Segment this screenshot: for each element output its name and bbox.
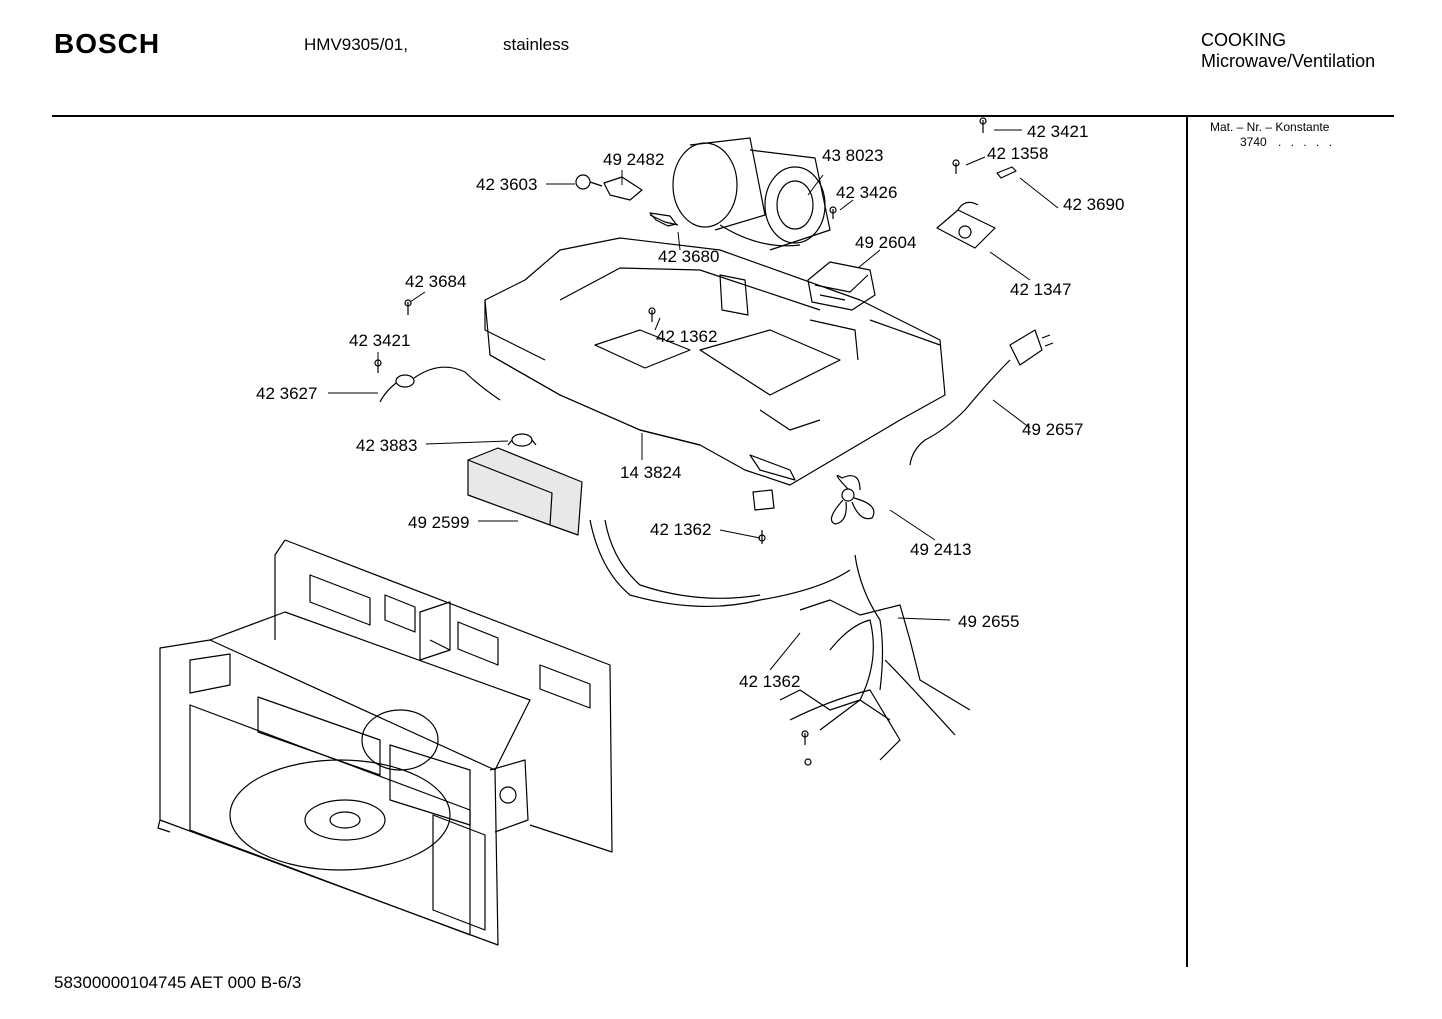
variant-label: stainless (503, 35, 570, 54)
part-label: 42 3684 (405, 272, 466, 291)
brand-logo: BOSCH (54, 28, 161, 59)
part-label: 49 2413 (910, 540, 971, 559)
part-label: 14 3824 (620, 463, 681, 482)
part-label: 42 3421 (349, 331, 410, 350)
part-label: 42 3627 (256, 384, 317, 403)
part-label: 42 3883 (356, 436, 417, 455)
part-label: 49 2657 (1022, 420, 1083, 439)
part-label: 42 3603 (476, 175, 537, 194)
part-label: 49 2655 (958, 612, 1019, 631)
part-label: 42 1362 (739, 672, 800, 691)
category-title: COOKING (1201, 30, 1287, 50)
part-label: 42 1347 (1010, 280, 1071, 299)
wire-harness (589, 519, 971, 761)
part-label: 49 2482 (603, 150, 664, 169)
part-label: 49 2599 (408, 513, 469, 532)
latch-switch (752, 489, 775, 511)
thermostat (507, 433, 537, 447)
blower-assembly (672, 137, 831, 251)
fuse (996, 166, 1017, 179)
control-board (936, 201, 996, 249)
motor (807, 261, 876, 311)
sidebar-divider (1186, 117, 1188, 967)
part-label: 42 3421 (1027, 122, 1088, 141)
thermal-cutoff (379, 366, 501, 403)
header-divider (52, 115, 1394, 117)
lamp-parts (575, 174, 679, 227)
part-label: 42 3680 (658, 247, 719, 266)
part-label: 49 2604 (855, 233, 916, 252)
fan-blade (830, 475, 875, 525)
power-cord (909, 329, 1054, 466)
part-label: 43 8023 (822, 146, 883, 165)
grease-filter (467, 447, 583, 536)
microwave-chassis (157, 539, 613, 946)
category-subtitle: Microwave/Ventilation (1201, 51, 1376, 71)
model-number: HMV9305/01, (304, 35, 408, 54)
mat-number-value: 3740 (1240, 135, 1267, 149)
mat-number-dots: . . . . . (1278, 135, 1336, 149)
screws (374, 117, 987, 766)
vent-housing (484, 237, 946, 486)
part-label: 42 1358 (987, 144, 1048, 163)
part-label: 42 3426 (836, 183, 897, 202)
part-label: 42 3690 (1063, 195, 1124, 214)
document-code: 58300000104745 AET 000 B-6/3 (54, 973, 302, 992)
mat-number-title: Mat. – Nr. – Konstante (1210, 120, 1330, 134)
part-label: 42 1362 (650, 520, 711, 539)
part-label: 42 1362 (656, 327, 717, 346)
leader-lines (328, 129, 1059, 671)
